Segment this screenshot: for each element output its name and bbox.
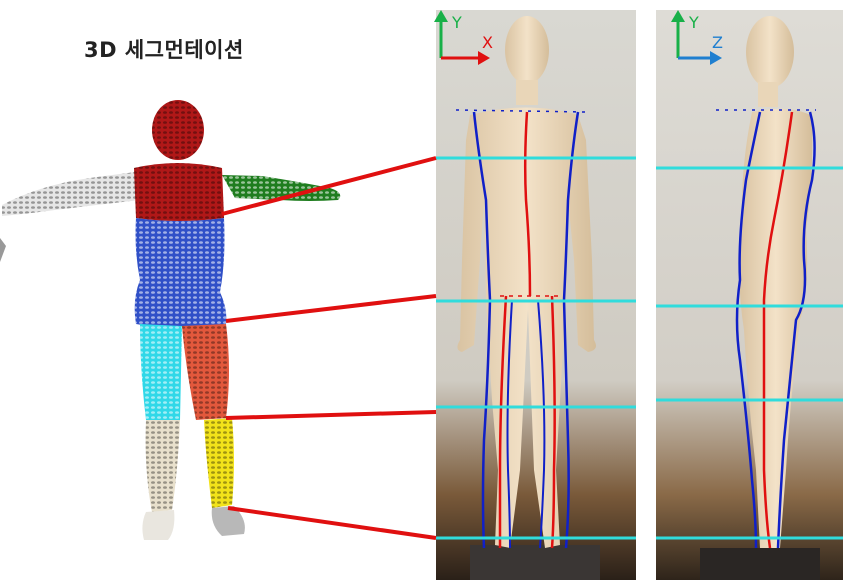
segment-shin-left xyxy=(204,418,234,508)
side-view-panel: Y Z xyxy=(656,10,843,580)
front-view-panel: Y X xyxy=(434,10,636,580)
display-base xyxy=(470,545,600,580)
side-axis-z-label: Z xyxy=(712,33,723,52)
panel-gap xyxy=(636,10,656,580)
connector-hip xyxy=(226,296,436,321)
side-axis-y-label: Y xyxy=(688,13,699,32)
foot-right xyxy=(142,510,174,540)
connector-knee xyxy=(226,412,436,418)
connector-lines xyxy=(222,158,436,538)
side-display-base xyxy=(700,548,820,580)
segment-head xyxy=(152,100,204,160)
segment-thigh-left xyxy=(182,324,229,420)
segmented-body xyxy=(0,100,340,540)
segment-right-arm xyxy=(2,172,140,216)
segment-thigh-right xyxy=(140,324,182,420)
edge-marker xyxy=(0,238,6,262)
connector-ankle xyxy=(228,508,436,538)
segment-shin-right xyxy=(146,420,180,512)
front-axis-x-label: X xyxy=(482,33,493,52)
segment-chest xyxy=(134,163,224,221)
front-axis-y-label: Y xyxy=(451,13,462,32)
segment-torso xyxy=(135,218,227,328)
